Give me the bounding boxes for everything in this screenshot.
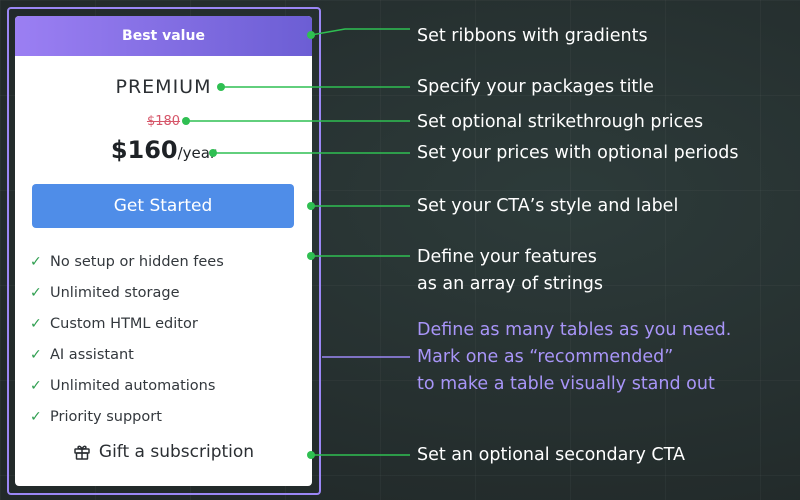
ribbon: Best value [15,16,312,56]
gift-label: Gift a subscription [98,442,255,462]
annotation-title: Specify your packages title [417,77,654,97]
check-icon: ✓ [30,315,42,332]
check-icon: ✓ [30,253,42,270]
ribbon-connector [310,28,410,36]
secondary-dot [307,451,315,459]
feature-item: ✓ AI assistant [30,339,224,370]
strike-dot [182,117,190,125]
price: $160/year [15,136,312,164]
features-dot [307,252,315,260]
annotation-features-line1: Define your features [417,247,597,267]
check-icon: ✓ [30,284,42,301]
feature-label: AI assistant [50,346,134,363]
annotation-tables-line2: Mark one as “recommended” [417,347,674,367]
feature-item: ✓ Unlimited automations [30,370,224,401]
check-icon: ✓ [30,377,42,394]
annotation-secondary: Set an optional secondary CTA [417,445,685,465]
annotation-price: Set your prices with optional periods [417,143,739,163]
check-icon: ✓ [30,408,42,425]
feature-label: Priority support [50,408,162,425]
recommended-outline [7,7,321,495]
price-period: /year [177,144,217,162]
feature-label: Unlimited storage [50,284,180,301]
feature-item: ✓ No setup or hidden fees [30,246,224,277]
cta-dot [307,202,315,210]
price-dot [209,149,217,157]
ribbon-dot [307,31,315,39]
feature-item: ✓ Custom HTML editor [30,308,224,339]
strikethrough-price: $180 [146,114,181,129]
gift-subscription-link[interactable]: Gift a subscription [15,442,312,462]
pricing-card: Best value PREMIUM $180 $160/year Get St… [15,16,312,486]
feature-list: ✓ No setup or hidden fees ✓ Unlimited stor… [30,246,224,432]
annotation-ribbon: Set ribbons with gradients [417,26,648,46]
annotation-cta: Set your CTA’s style and label [417,196,679,216]
ribbon-label: Best value [122,28,205,44]
feature-label: Custom HTML editor [50,315,198,332]
feature-label: No setup or hidden fees [50,253,224,270]
package-title: PREMIUM [115,76,212,98]
feature-label: Unlimited automations [50,377,216,394]
title-dot [217,83,225,91]
feature-item: ✓ Priority support [30,401,224,432]
annotation-tables-line1: Define as many tables as you need. [417,320,732,340]
get-started-button[interactable]: Get Started [32,184,294,228]
annotation-strike: Set optional strikethrough prices [417,112,704,132]
feature-item: ✓ Unlimited storage [30,277,224,308]
check-icon: ✓ [30,346,42,363]
price-amount: $160 [110,136,178,164]
gift-icon [73,443,91,461]
annotation-features-line2: as an array of strings [417,274,604,294]
annotation-tables-line3: to make a table visually stand out [417,374,715,394]
